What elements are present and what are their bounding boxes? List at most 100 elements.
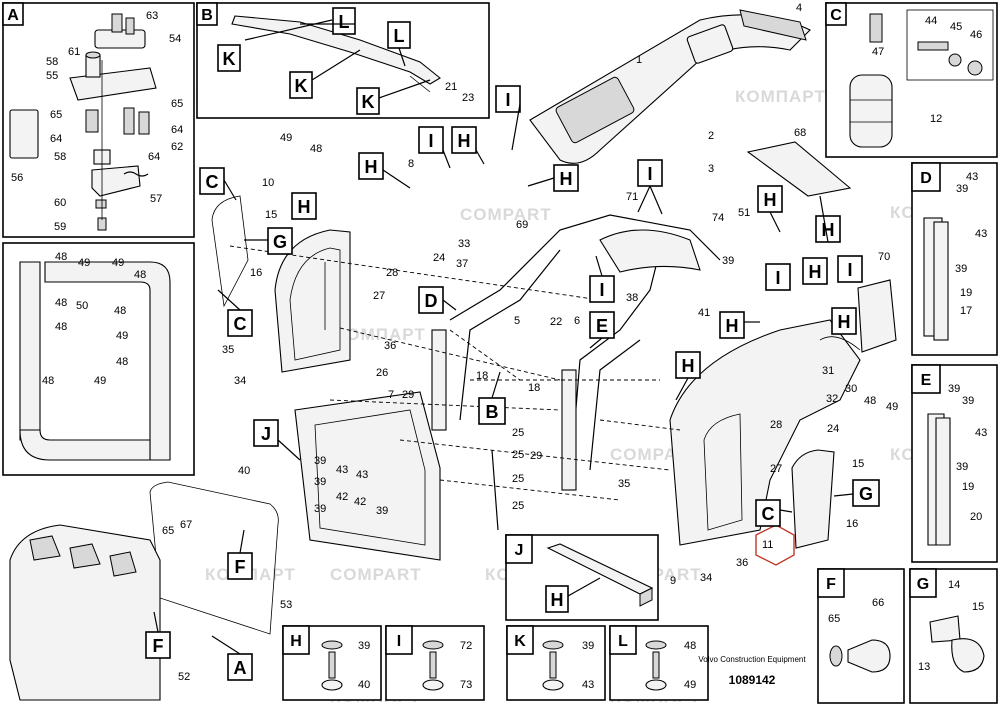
- part-callout: 29: [402, 389, 414, 401]
- drawing-number: 1089142: [729, 673, 776, 687]
- detail-view-b: B L K L K K 21 23: [196, 2, 490, 119]
- part-callout: 49: [280, 132, 292, 144]
- part-callout: 5: [514, 315, 520, 327]
- part-callout: 39: [722, 255, 734, 267]
- part-callout: 15: [265, 209, 277, 221]
- part-callout: 69: [516, 219, 528, 231]
- callout-letter-g: G: [273, 232, 287, 252]
- frame-fastener-detail: 48 49 49 48 48 50 48 48 49 48 49 48: [2, 242, 195, 476]
- part-callout: 44: [925, 15, 937, 27]
- callout-letter-c: C: [762, 504, 775, 524]
- detail-label-l: L: [618, 633, 628, 650]
- part-callout: 35: [618, 478, 630, 490]
- detail-view-g: G 14 15 13: [909, 568, 998, 704]
- callout-letter-g: G: [859, 484, 873, 504]
- part-callout: 46: [970, 29, 982, 41]
- part-callout: 1: [636, 54, 642, 66]
- part-callout: 11: [762, 539, 773, 551]
- callout-letter-f: F: [153, 636, 164, 656]
- callout-letter-k: K: [295, 76, 308, 96]
- right-side-panel: [669, 319, 861, 546]
- detail-label-e: E: [921, 372, 932, 389]
- hinge-assembly-drawing: [9, 13, 157, 231]
- left-door: [274, 229, 351, 373]
- detail-view-c: C 47 44 45 46 12: [825, 2, 998, 158]
- part-callout: 49: [94, 375, 106, 387]
- part-callout: 21: [445, 81, 457, 93]
- callout-letter-h: H: [726, 316, 739, 336]
- detail-label-k: K: [514, 633, 526, 650]
- watermark-text: COMPART: [330, 565, 422, 584]
- part-callout: 73: [460, 679, 472, 691]
- part-callout: 39: [962, 395, 974, 407]
- part-callout: 54: [169, 33, 181, 45]
- part-callout: 43: [582, 679, 594, 691]
- part-callout: 18: [528, 382, 540, 394]
- part-callout: 9: [670, 575, 676, 587]
- part-callout: 8: [408, 158, 414, 170]
- callout-letter-c: C: [234, 314, 247, 334]
- callout-letter-h: H: [458, 131, 471, 151]
- part-callout: 35: [222, 344, 234, 356]
- part-callout: 39: [314, 455, 326, 467]
- part-callout: 24: [433, 252, 445, 264]
- part-callout: 25: [512, 449, 524, 461]
- right-door-window: [791, 449, 835, 549]
- part-callout: 39: [956, 183, 968, 195]
- part-callout: 49: [886, 401, 898, 413]
- part-callout: 48: [134, 269, 146, 281]
- callout-letter-h: H: [838, 312, 851, 332]
- part-callout: 39: [956, 461, 968, 473]
- part-callout: 33: [458, 238, 470, 250]
- part-callout: 36: [736, 557, 748, 569]
- part-callout: 3: [708, 163, 714, 175]
- part-callout: 66: [872, 597, 884, 609]
- part-callout: 64: [148, 151, 160, 163]
- detail-label-a: A: [7, 7, 19, 24]
- callout-letter-k: K: [223, 49, 236, 69]
- part-callout: 18: [476, 370, 488, 382]
- part-callout: 6: [574, 315, 580, 327]
- callout-letter-i: I: [505, 90, 510, 110]
- part-callout: 70: [878, 251, 890, 263]
- part-callout: 31: [822, 365, 834, 377]
- detail-view-i: I 72 73: [385, 625, 485, 701]
- part-callout: 34: [234, 375, 246, 387]
- callout-letter-i: I: [847, 260, 852, 280]
- part-callout: 43: [975, 228, 987, 240]
- callout-letter-h: H: [365, 157, 378, 177]
- part-callout: 49: [684, 679, 696, 691]
- part-callout: 43: [975, 427, 987, 439]
- part-callout: 64: [50, 133, 62, 145]
- detail-view-d: D 43 39 43 39 19 17: [911, 162, 998, 356]
- part-callout: 28: [386, 267, 398, 279]
- callout-letter-e: E: [596, 316, 608, 336]
- detail-label-d: D: [920, 170, 932, 187]
- part-callout: 25: [512, 427, 524, 439]
- detail-view-f: F 65 66: [817, 568, 905, 704]
- detail-label-f: F: [826, 576, 836, 593]
- part-callout: 64: [171, 124, 183, 136]
- part-callout: 57: [150, 193, 162, 205]
- watermark-text: КОМПАРТ: [735, 87, 826, 106]
- part-callout: 58: [54, 151, 66, 163]
- detail-label-g: G: [917, 576, 929, 593]
- part-callout: 43: [356, 469, 368, 481]
- callout-letter-f: F: [235, 557, 246, 577]
- part-callout: 24: [827, 423, 839, 435]
- callout-letter-a: A: [234, 658, 247, 678]
- part-callout: 27: [373, 290, 385, 302]
- callout-letter-i: I: [647, 164, 652, 184]
- callout-letter-i: I: [428, 131, 433, 151]
- part-callout: 55: [46, 70, 58, 82]
- part-callout: 48: [864, 395, 876, 407]
- part-callout: 10: [262, 177, 274, 189]
- part-callout: 63: [146, 10, 158, 22]
- part-callout: 65: [171, 98, 183, 110]
- part-callout: 65: [162, 525, 174, 537]
- part-callout: 32: [826, 393, 838, 405]
- part-callout: 14: [948, 579, 960, 591]
- manufacturer-note: Volvo Construction Equipment: [698, 655, 806, 664]
- part-callout: 43: [966, 171, 978, 183]
